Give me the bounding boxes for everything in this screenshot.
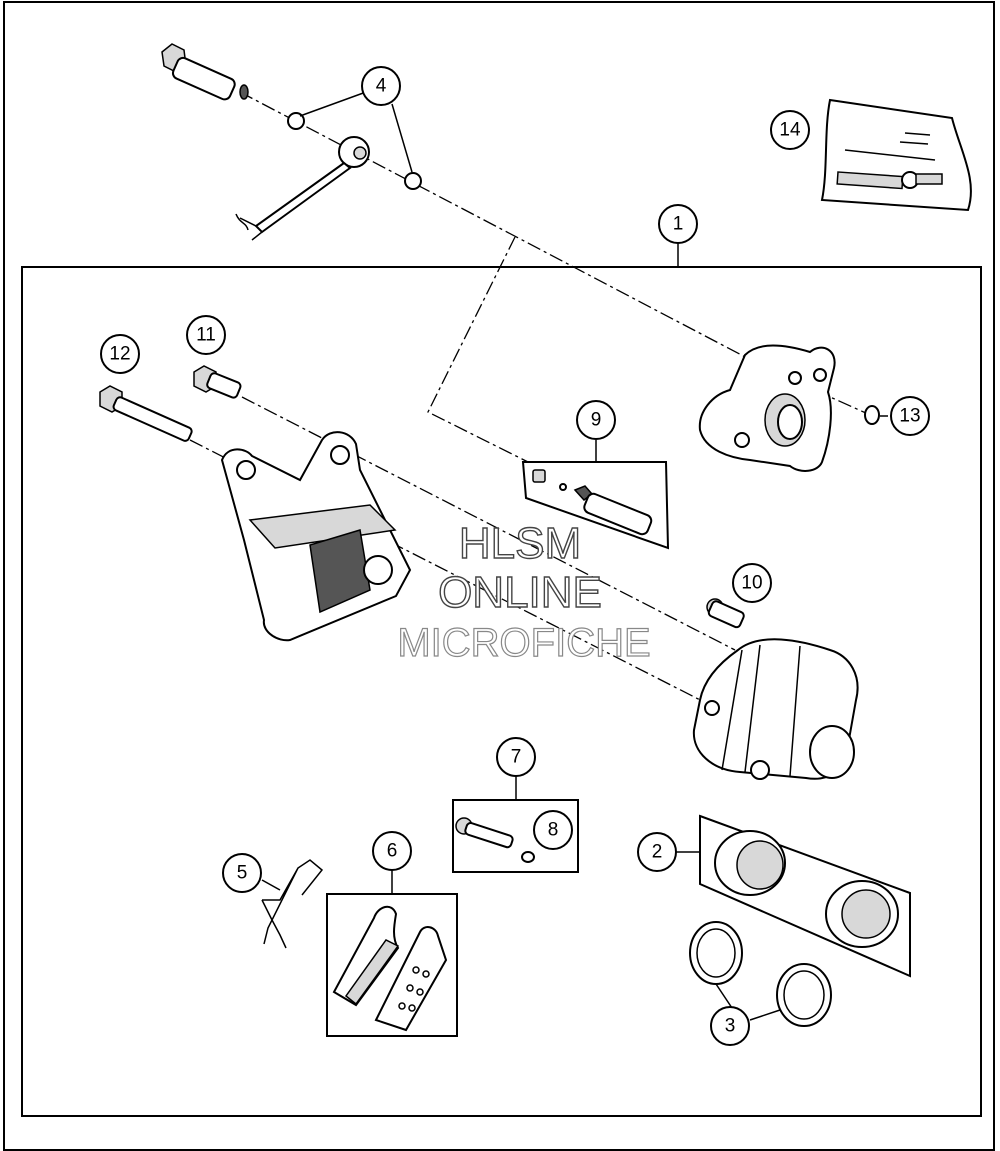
svg-text:6: 6	[387, 841, 398, 862]
callout-9: 9	[576, 400, 616, 440]
callout-11: 11	[186, 315, 226, 355]
svg-text:7: 7	[511, 747, 522, 768]
piston-seal-left	[689, 921, 743, 985]
callout-7: 7	[496, 737, 536, 777]
piston-box	[699, 814, 911, 978]
pad-spring	[261, 859, 324, 949]
bolt-10	[706, 598, 745, 629]
callout-8: 8	[533, 810, 573, 850]
bolt-11	[193, 365, 242, 399]
watermark: HLSM ONLINE MICROFICHE	[397, 518, 652, 665]
svg-text:ONLINE: ONLINE	[438, 568, 602, 617]
svg-text:12: 12	[109, 344, 130, 365]
caliper-bracket	[220, 431, 412, 642]
svg-text:11: 11	[196, 325, 216, 346]
banjo-bolt	[161, 43, 249, 101]
callout-10: 10	[732, 563, 772, 603]
callout-14: 14	[770, 110, 810, 150]
svg-text:3: 3	[725, 1016, 736, 1037]
assembly-box	[21, 266, 982, 1117]
svg-text:HLSM: HLSM	[459, 519, 581, 568]
sealing-washer-lower	[404, 172, 422, 190]
svg-text:4: 4	[376, 76, 387, 97]
instruction-card	[820, 98, 972, 212]
piston-seal-right	[776, 963, 832, 1027]
svg-text:MICROFICHE: MICROFICHE	[397, 621, 650, 665]
brake-line	[235, 136, 370, 241]
callout-6: 6	[372, 831, 412, 871]
outer-frame	[3, 1, 995, 1151]
svg-text:5: 5	[237, 863, 248, 884]
svg-text:14: 14	[779, 120, 801, 141]
brake-pads-box	[326, 893, 458, 1037]
svg-text:13: 13	[899, 406, 920, 427]
callout-3: 3	[710, 1006, 750, 1046]
o-ring-13	[864, 405, 880, 425]
svg-text:10: 10	[741, 573, 762, 594]
callout-5: 5	[222, 853, 262, 893]
svg-text:2: 2	[652, 842, 663, 863]
caliper-housing-upper	[698, 344, 836, 472]
callout-13: 13	[890, 396, 930, 436]
brake-caliper	[692, 638, 859, 780]
callout-12: 12	[100, 334, 140, 374]
callout-2: 2	[637, 832, 677, 872]
callout-1: 1	[658, 204, 698, 244]
svg-text:1: 1	[673, 214, 684, 235]
svg-text:8: 8	[548, 820, 559, 841]
bolt-12	[99, 385, 193, 442]
svg-text:9: 9	[591, 410, 602, 431]
bleeder-kit-box	[521, 461, 670, 550]
sealing-washer-upper	[287, 112, 305, 130]
callout-4: 4	[361, 66, 401, 106]
